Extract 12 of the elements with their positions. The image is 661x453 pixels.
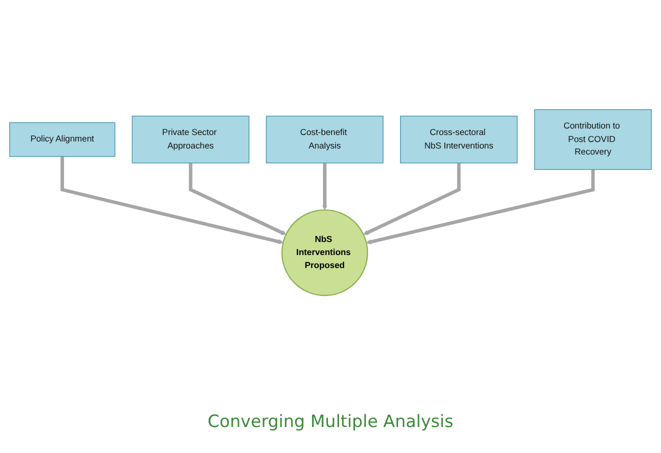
node-box: Cross-sectoral NbS Interventions bbox=[400, 116, 518, 164]
node-circle: NbS Interventions Proposed bbox=[281, 209, 368, 296]
node-box: Contribution to Post COVID Recovery bbox=[534, 109, 652, 170]
node-box: Policy Alignment bbox=[9, 122, 116, 157]
arrow bbox=[188, 162, 286, 236]
arrow bbox=[366, 169, 595, 244]
diagram-caption: Converging Multiple Analysis bbox=[208, 412, 454, 432]
node-box: Cost-benefit Analysis bbox=[266, 116, 384, 164]
arrow bbox=[322, 162, 328, 210]
node-box: Private Sector Approaches bbox=[132, 116, 250, 164]
arrow bbox=[60, 156, 284, 244]
arrow bbox=[363, 162, 461, 236]
